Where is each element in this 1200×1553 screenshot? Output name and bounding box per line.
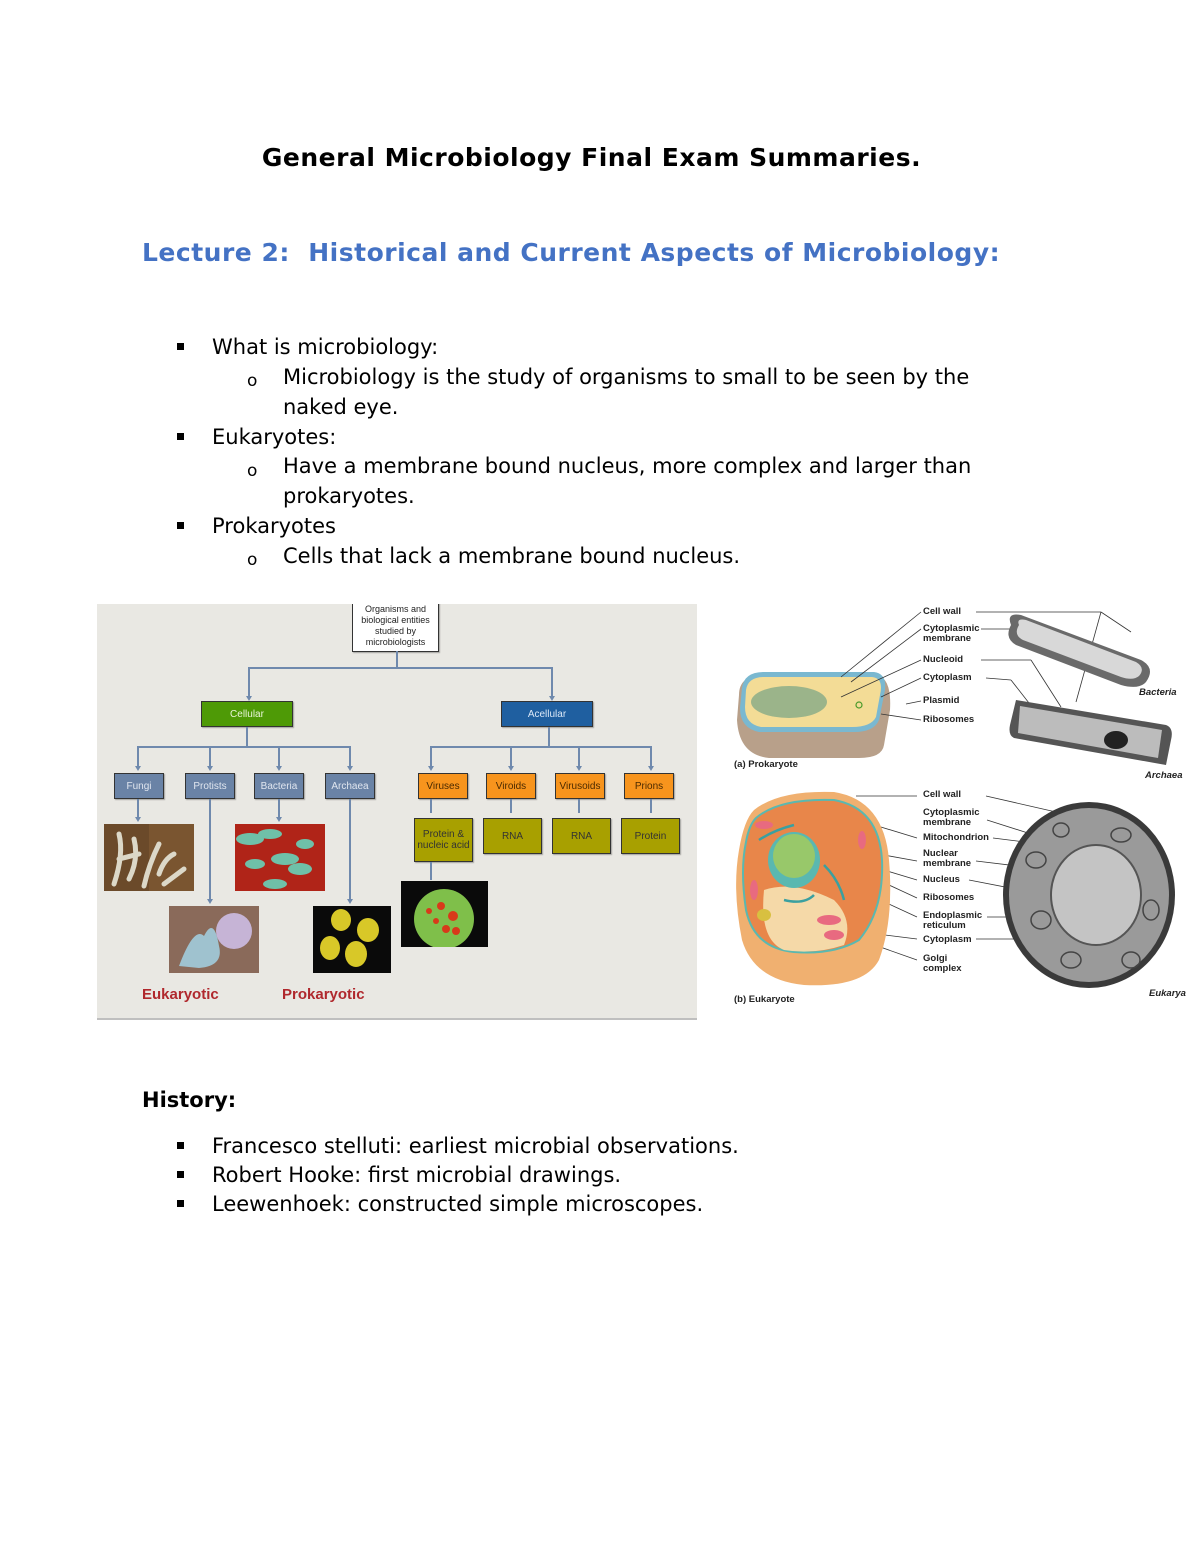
label: Cell wall xyxy=(923,789,962,800)
label: Cell wall xyxy=(923,606,962,617)
bullet-circle-icon: o xyxy=(247,371,258,391)
label: Cytoplasm xyxy=(923,934,972,945)
label: Plasmid xyxy=(923,695,960,706)
connector xyxy=(248,667,552,669)
eukarya-micrograph xyxy=(1003,802,1175,988)
arrow-down-icon xyxy=(207,899,213,904)
label: Cytoplasmic membrane xyxy=(923,623,980,644)
label: Nuclear membrane xyxy=(923,848,972,869)
composition-box: Protein xyxy=(621,818,680,854)
fungi-photo xyxy=(104,824,194,891)
label: Ribosomes xyxy=(923,714,975,725)
lecture-heading: Lecture 2: Historical and Current Aspect… xyxy=(142,238,1001,267)
arrow-down-icon xyxy=(549,696,555,701)
label: Endoplasmic reticulum xyxy=(923,910,983,931)
cell-structure-figure: (a) Prokaryote Cell wall Cytoplasmic mem… xyxy=(731,602,1187,1010)
prokaryote-caption: (a) Prokaryote xyxy=(734,759,798,770)
classification-diagram: Organisms and biological entities studie… xyxy=(97,604,697,1020)
prokaryote-illustration xyxy=(737,672,891,758)
protists-box: Protists xyxy=(185,773,235,799)
root-box: Organisms and biological entities studie… xyxy=(352,604,439,652)
arrow-down-icon xyxy=(508,766,514,771)
bullet-square-icon xyxy=(177,343,184,350)
protists-photo xyxy=(169,906,259,973)
composition-box: RNA xyxy=(552,818,611,854)
label: Ribosomes xyxy=(923,892,975,903)
arrow-down-icon xyxy=(276,817,282,822)
document-title: General Microbiology Final Exam Summarie… xyxy=(261,143,922,172)
arrow-down-icon xyxy=(135,817,141,822)
archaea-box: Archaea xyxy=(325,773,375,799)
list-subitem-continued: naked eye. xyxy=(283,395,399,419)
list-item: Leewenhoek: constructed simple microscop… xyxy=(212,1192,704,1216)
viruses-box: Viruses xyxy=(418,773,468,799)
fungi-box: Fungi xyxy=(114,773,164,799)
viroids-box: Viroids xyxy=(486,773,536,799)
list-item: Prokaryotes xyxy=(212,514,336,538)
eukaryote-caption: (b) Eukaryote xyxy=(734,994,795,1005)
connector xyxy=(396,651,398,667)
connector xyxy=(248,667,250,697)
bullet-square-icon xyxy=(177,1200,184,1207)
prokaryotic-label: Prokaryotic xyxy=(282,986,365,1003)
acellular-box: Acellular xyxy=(501,701,593,727)
bullet-circle-icon: o xyxy=(247,461,258,481)
history-heading: History: xyxy=(142,1088,237,1112)
virus-photo xyxy=(401,881,488,947)
label: Nucleus xyxy=(923,874,960,885)
arrow-down-icon xyxy=(347,899,353,904)
connector xyxy=(137,746,349,748)
label: Golgi complex xyxy=(923,953,962,974)
eukarya-label: Eukarya xyxy=(1149,988,1186,999)
composition-box: Protein & nucleic acid xyxy=(414,818,473,862)
label: Mitochondrion xyxy=(923,832,989,843)
bacteria-label: Bacteria xyxy=(1139,687,1177,698)
list-item: Robert Hooke: first microbial drawings. xyxy=(212,1163,622,1187)
bacteria-photo xyxy=(235,824,325,891)
connector xyxy=(551,667,553,697)
arrow-down-icon xyxy=(246,696,252,701)
bullet-square-icon xyxy=(177,1142,184,1149)
list-subitem: Cells that lack a membrane bound nucleus… xyxy=(283,544,741,568)
bullet-square-icon xyxy=(177,1171,184,1178)
cellular-box: Cellular xyxy=(201,701,293,727)
virusoids-box: Virusoids xyxy=(555,773,605,799)
arrow-down-icon xyxy=(276,766,282,771)
bullet-square-icon xyxy=(177,433,184,440)
list-item: What is microbiology: xyxy=(212,335,439,359)
archaea-micrograph xyxy=(1009,700,1172,765)
bacteria-box: Bacteria xyxy=(254,773,304,799)
list-subitem: Have a membrane bound nucleus, more comp… xyxy=(283,454,972,478)
label: Cytoplasmic membrane xyxy=(923,807,980,828)
arrow-down-icon xyxy=(135,766,141,771)
arrow-down-icon xyxy=(347,766,353,771)
label: Cytoplasm xyxy=(923,672,972,683)
archaea-photo xyxy=(313,906,391,973)
eukaryotic-label: Eukaryotic xyxy=(142,986,219,1003)
list-item: Francesco stelluti: earliest microbial o… xyxy=(212,1134,739,1158)
connector xyxy=(246,727,248,747)
bullet-square-icon xyxy=(177,522,184,529)
list-subitem-continued: prokaryotes. xyxy=(283,484,415,508)
arrow-down-icon xyxy=(207,766,213,771)
label: Nucleoid xyxy=(923,654,964,665)
bacteria-micrograph xyxy=(1008,614,1150,687)
arrow-down-icon xyxy=(428,766,434,771)
arrow-down-icon xyxy=(648,766,654,771)
arrow-down-icon xyxy=(576,766,582,771)
list-subitem: Microbiology is the study of organisms t… xyxy=(283,365,970,389)
composition-box: RNA xyxy=(483,818,542,854)
archaea-label: Archaea xyxy=(1145,770,1183,781)
eukaryote-illustration xyxy=(736,791,891,986)
bullet-circle-icon: o xyxy=(247,550,258,570)
prions-box: Prions xyxy=(624,773,674,799)
list-item: Eukaryotes: xyxy=(212,425,337,449)
